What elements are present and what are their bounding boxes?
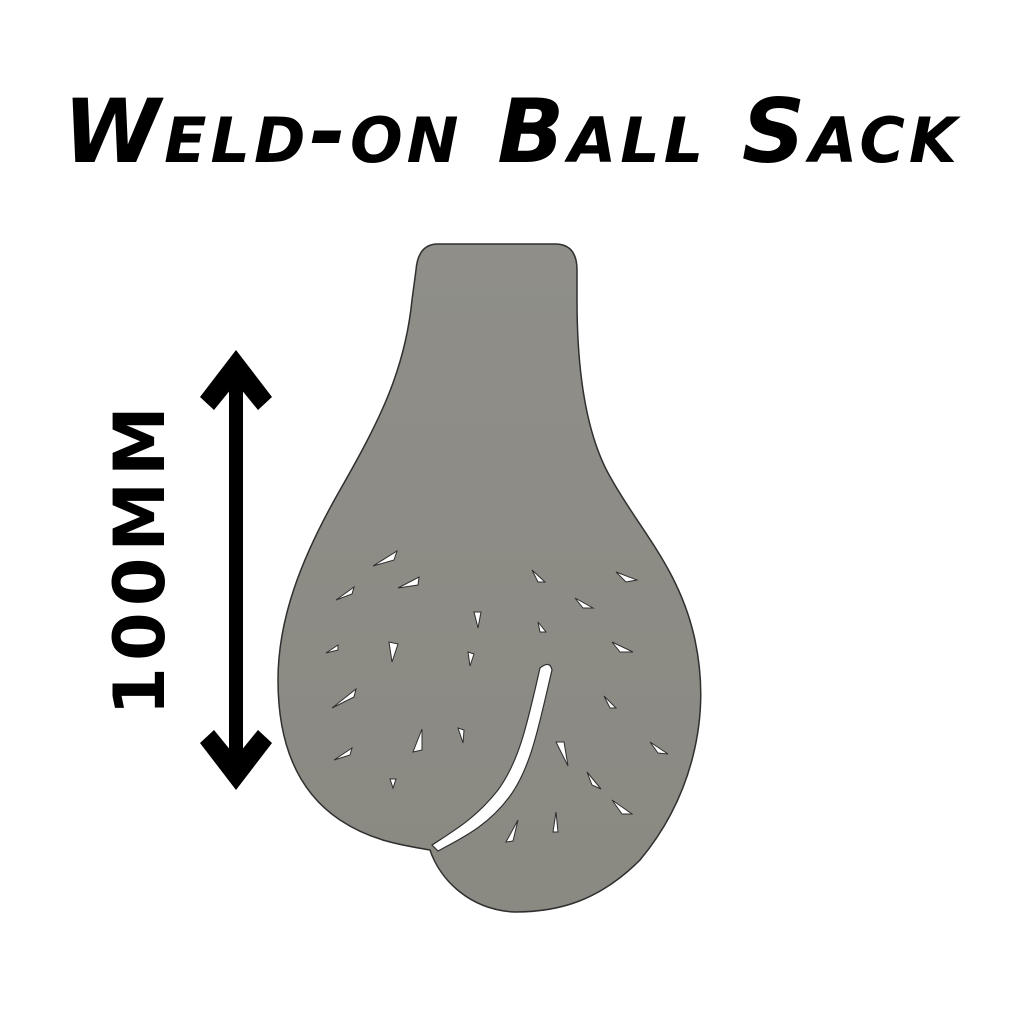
hair-cutout [331,687,357,709]
hair-cutout [611,641,634,653]
hair-cutout [397,576,420,589]
hair-cutout [335,585,355,601]
hair-cutout [552,811,559,833]
hair-cutout [586,771,602,790]
hair-cutout [325,644,339,654]
hair-cutout [388,641,399,663]
hair-cutout [333,746,353,761]
hair-cutout [611,799,634,815]
hair-cutout [603,695,618,709]
dimension-label-text: 100MM [99,400,181,716]
diagram-title: Weld-on Ball Sack [63,80,961,183]
hair-cutout [649,741,669,755]
arrow-head-down-icon [200,730,272,790]
hair-cutout [505,819,519,843]
hair-cutouts [325,549,669,843]
arrow-head-up-icon [200,350,272,410]
hair-cutout [457,727,465,744]
hair-cutout [389,778,397,790]
hair-cutout [555,741,569,767]
hair-cutout [412,728,423,753]
dimension-arrow [200,350,272,790]
hair-cutout [537,621,548,633]
dimension-arrow-shaft [229,372,243,768]
hair-cutout [531,569,547,583]
hair-cutout [574,597,595,609]
hair-cutout [615,571,639,583]
hair-cutout [372,549,398,567]
hair-cutout [467,651,475,667]
hair-cutout [473,611,482,629]
part-silhouette [277,243,702,913]
part-slit [431,663,553,852]
